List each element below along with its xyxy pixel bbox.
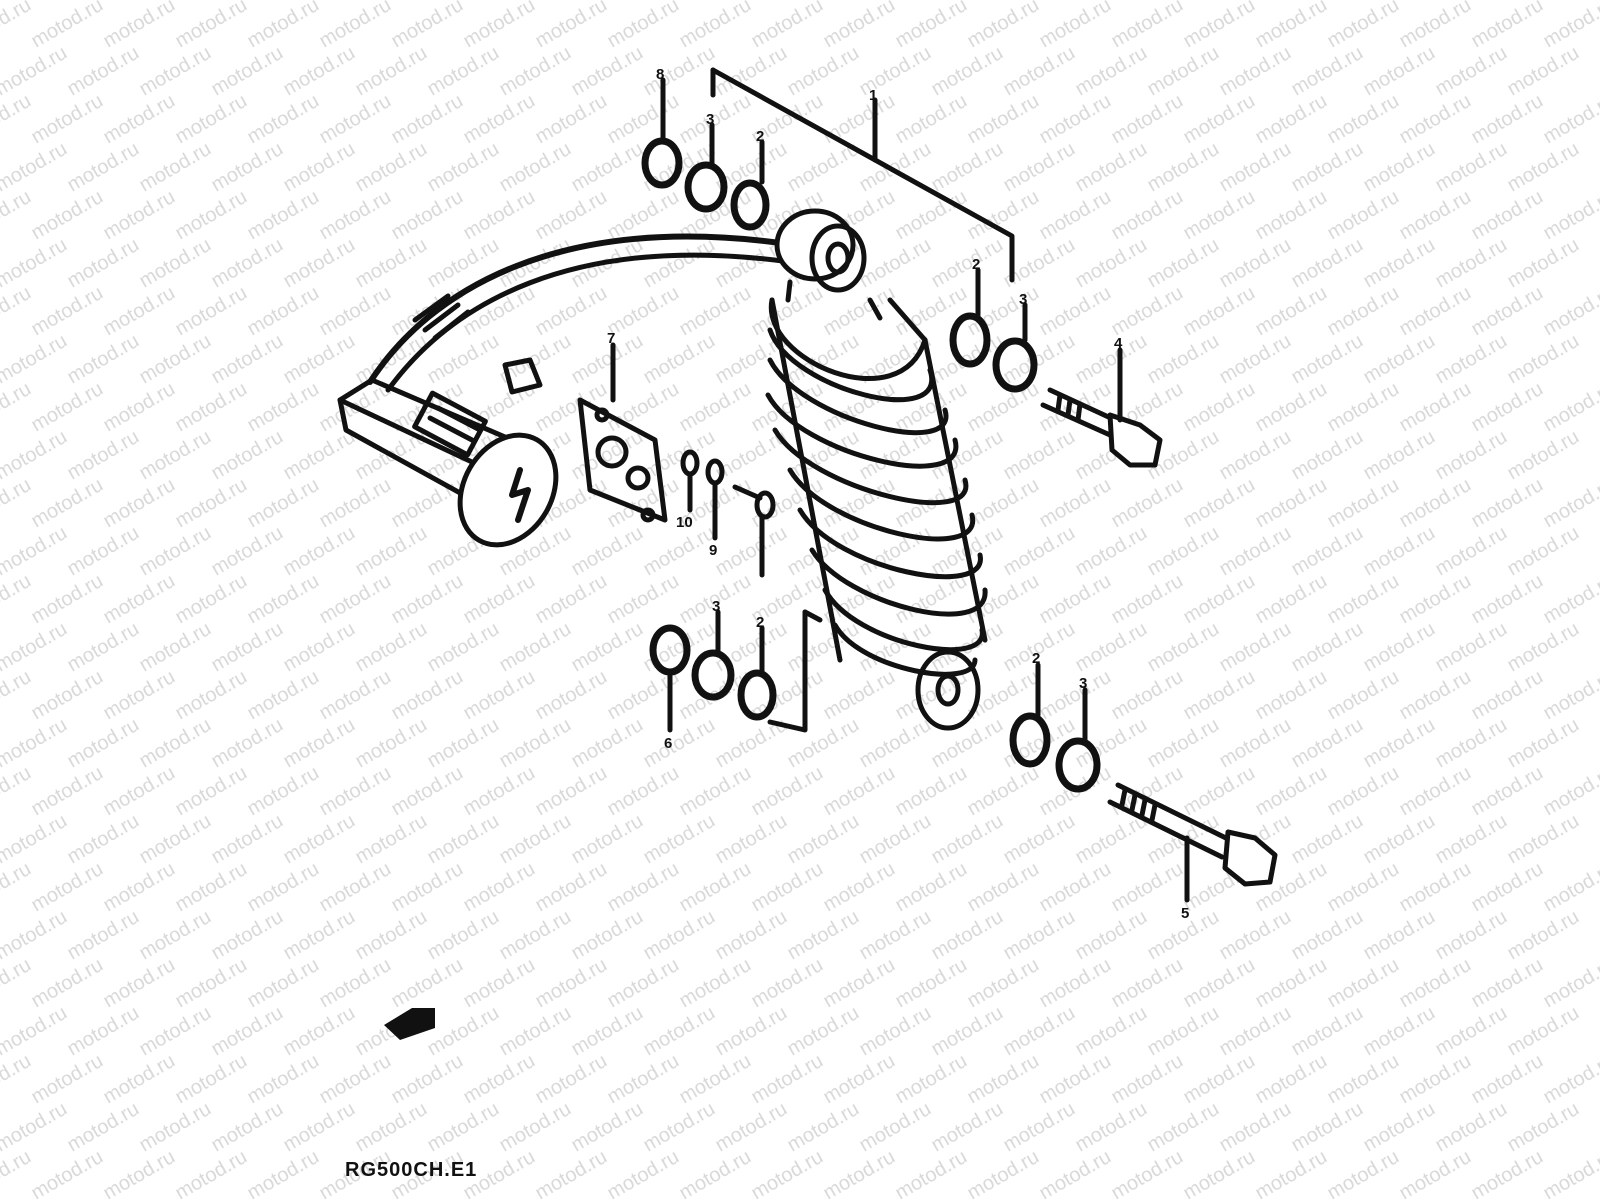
collar-part-3-top [684,161,728,213]
callout-2-lower-right: 2 [1032,650,1040,667]
collar-part-3-lower [691,649,735,701]
washer-part-2-lower-right [1009,712,1051,768]
mounting-plate [577,397,668,523]
callout-4: 4 [1114,335,1123,352]
callout-3-lower: 3 [712,598,720,615]
small-bolt [732,484,776,520]
shock-absorber [765,208,988,731]
callout-7: 7 [607,330,615,347]
front-direction-arrow [384,1008,435,1040]
callout-3-upper-right: 3 [1019,291,1027,308]
washer-part-10 [680,449,700,477]
collar-part-3-upper-right [992,337,1038,393]
washer-part-9 [705,458,725,486]
bushing-part-6 [649,624,691,676]
group-bracket-1 [710,67,1015,283]
callout-9: 9 [709,542,717,559]
callout-10: 10 [676,514,693,531]
washer-part-2-upper-right [949,312,991,368]
callout-2-top: 2 [756,128,764,145]
group-bracket-lower [767,609,808,733]
reservoir-hose-inner [385,252,793,393]
lower-bolt [1107,782,1278,887]
callout-2-upper-right: 2 [972,256,980,273]
callout-3-lower-right: 3 [1079,675,1087,692]
callout-3-top: 3 [706,111,714,128]
callout-5: 5 [1181,905,1189,922]
collar-part-3-lower-right [1055,737,1101,793]
reservoir-hose [367,233,798,385]
callout-1: 1 [869,87,877,104]
model-code-label: RG500CH.E1 [345,1159,477,1181]
bushing-part-8 [641,137,683,189]
callout-6: 6 [664,735,672,752]
washer-part-2-lower [737,669,777,721]
callout-2-lower: 2 [756,614,764,631]
hose-fitting [412,293,471,341]
callout-8: 8 [656,66,664,83]
reservoir-canister [337,377,559,548]
upper-bolt [1040,387,1163,468]
reservoir-bracket-tab [502,357,543,395]
washer-part-2-top [730,179,770,231]
group-bracket-lower-top [802,609,823,623]
